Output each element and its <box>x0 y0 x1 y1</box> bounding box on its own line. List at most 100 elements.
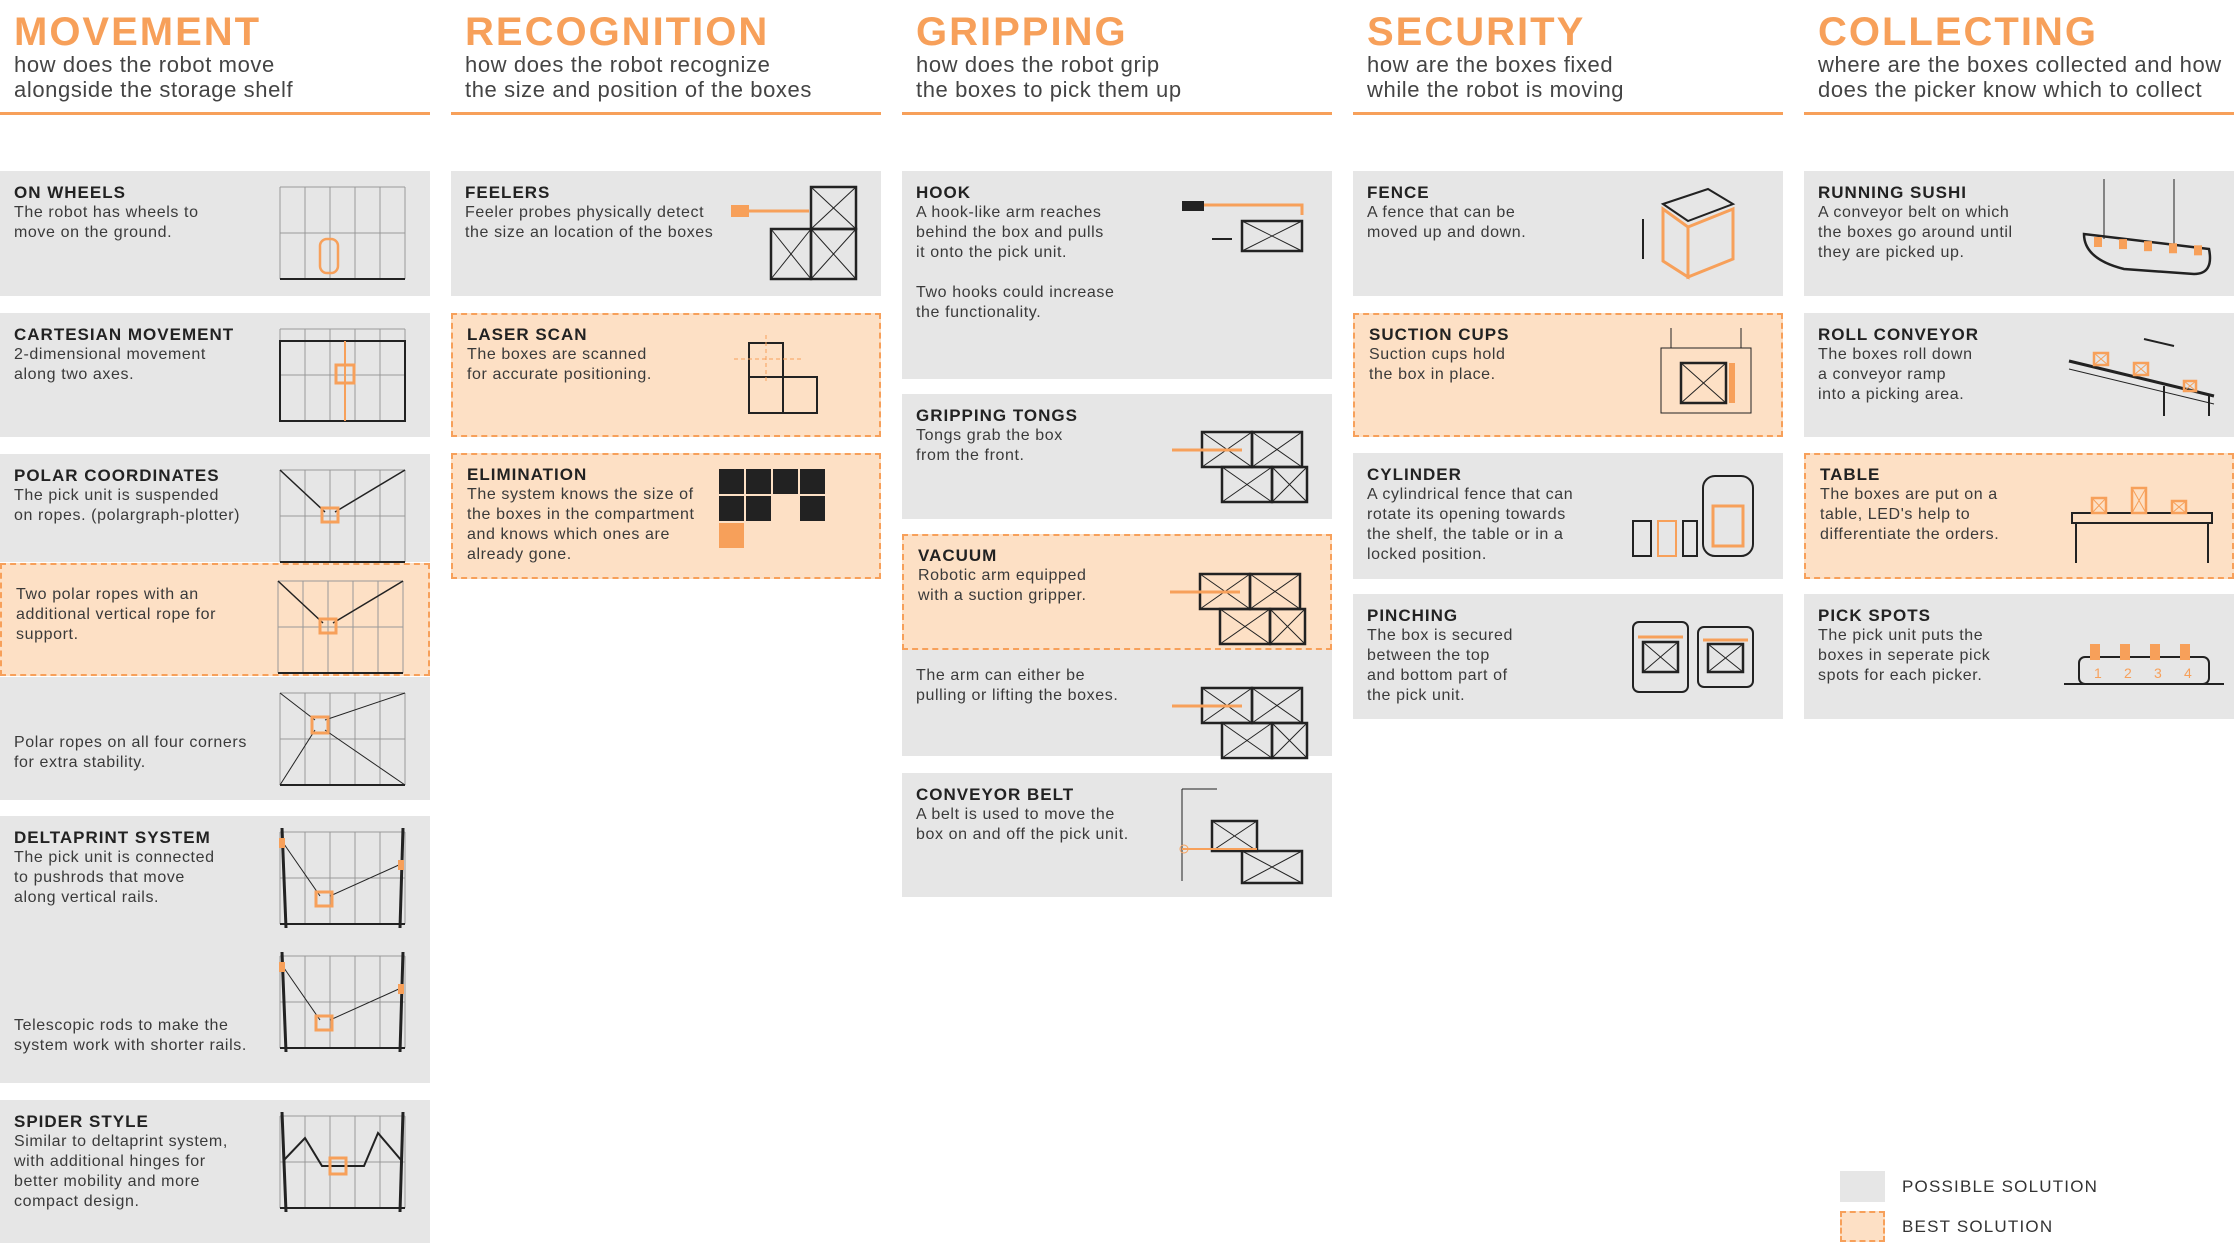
card-description-line: into a picking area. <box>1818 386 1965 403</box>
boxes-illustration-icon <box>1172 430 1309 504</box>
card-illustration <box>1613 602 1773 717</box>
card-description-line: between the top <box>1367 647 1490 664</box>
pick-spot-box <box>2150 644 2160 660</box>
boxes-illustration-icon <box>1172 686 1309 760</box>
hook-illustration-icon <box>1182 201 1304 253</box>
subtitle-line: alongside the storage shelf <box>14 77 294 102</box>
feeler-illustration-icon <box>731 185 858 281</box>
card-description-line: with a suction gripper. <box>918 587 1087 604</box>
card-title: SUCTION CUPS <box>1369 325 1510 344</box>
card-description-line: compact design. <box>14 1193 140 1210</box>
card-description-line: additional vertical rope for <box>16 606 217 623</box>
card-description-line: A fence that can be <box>1367 204 1516 221</box>
card-description-line: for extra stability. <box>14 754 146 771</box>
legend-possible-label: POSSIBLE SOLUTION <box>1902 1177 2099 1196</box>
card-illustration <box>2062 463 2222 578</box>
sushi-illustration-icon <box>2082 179 2212 276</box>
card-description-line: support. <box>16 626 79 643</box>
subtitle-line: while the robot is moving <box>1367 77 1625 102</box>
subtitle-line: how does the robot recognize <box>465 52 771 77</box>
card-illustration <box>260 462 420 577</box>
polar-illustration-icon <box>277 580 404 674</box>
card-title: ROLL CONVEYOR <box>1818 325 1979 344</box>
variant-card: Two polar ropes with an additional vertic… <box>0 563 430 676</box>
column-divider <box>451 112 881 115</box>
card-description-line: to pushrods that move <box>14 869 185 886</box>
legend-possible-swatch <box>1840 1171 1885 1202</box>
card-description-line: a conveyor ramp <box>1818 366 1947 383</box>
pick-spot-label: 1 <box>2094 665 2102 681</box>
legend-best-label: BEST SOLUTION <box>1902 1217 2054 1236</box>
card-description-line: the pick unit. <box>1367 687 1466 704</box>
delta-illustration-icon <box>279 827 406 929</box>
card-title: PINCHING <box>1367 606 1459 625</box>
pick-spot-box <box>2180 644 2190 660</box>
table-illustration-icon <box>2071 486 2213 563</box>
card-description-line: with additional hinges for <box>14 1153 206 1170</box>
card-illustration <box>1611 323 1771 438</box>
card-description-line: they are picked up. <box>1818 244 1965 261</box>
card-description-line: A belt is used to move the <box>916 806 1115 823</box>
card-title: FENCE <box>1367 183 1430 202</box>
pinch-illustration-icon <box>1632 621 1754 693</box>
card-text: PINCHING The box is secured between the to… <box>1367 606 1513 706</box>
card-description-line: The box is secured <box>1367 627 1513 644</box>
column-divider <box>902 112 1332 115</box>
delta-illustration-icon <box>279 951 406 1053</box>
cyl-illustration-icon <box>1632 475 1754 557</box>
card-description-line: the shelf, the table or in a <box>1367 526 1564 543</box>
column-divider <box>0 112 430 115</box>
card-description-line: A hook-like arm reaches <box>916 204 1102 221</box>
card-description-line: Telescopic rods to make the <box>14 1017 229 1034</box>
subtitle-line: the size and position of the boxes <box>465 77 812 102</box>
cup-illustration-icon <box>1660 328 1752 414</box>
card-description-line: Two polar ropes with an <box>16 586 199 603</box>
pick-spot-box <box>2120 644 2130 660</box>
card-description-line: along two axes. <box>14 366 135 383</box>
card-title: POLAR COORDINATES <box>14 466 220 485</box>
card-description-line: The pick unit puts the <box>1818 627 1984 644</box>
card-illustration <box>260 1108 420 1223</box>
card-illustration <box>1160 544 1320 659</box>
spider-illustration-icon <box>279 1111 406 1213</box>
card-illustration <box>260 179 420 294</box>
card-description-line: Tongs grab the box <box>916 427 1063 444</box>
polar4-illustration-icon <box>279 692 406 786</box>
card-description-line: box on and off the pick unit. <box>916 826 1129 843</box>
card-description-line: table, LED's help to <box>1820 506 1971 523</box>
card-description-line: The boxes are scanned <box>467 346 647 363</box>
belt-illustration-icon <box>1179 788 1304 885</box>
column-divider <box>1804 112 2234 115</box>
card-title: ELIMINATION <box>467 465 588 484</box>
card-note-line: Two hooks could increase <box>916 284 1115 301</box>
pick-spot-box <box>2090 644 2100 660</box>
boxes-illustration-icon <box>1170 572 1307 646</box>
card-description-line: Robotic arm equipped <box>918 567 1087 584</box>
card-description-line: behind the box and pulls <box>916 224 1104 241</box>
card-description-line: move on the ground. <box>14 224 173 241</box>
card-description-line: the size an location of the boxes <box>465 224 714 241</box>
column-divider <box>1353 112 1783 115</box>
